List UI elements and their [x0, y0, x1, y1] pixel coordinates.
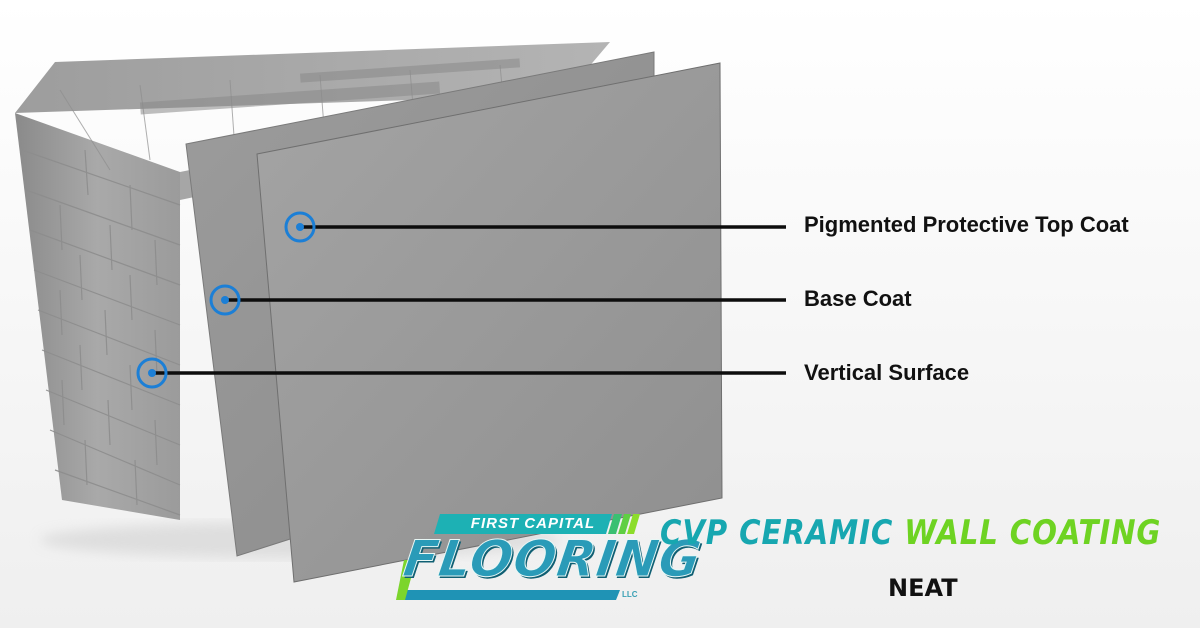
- marker-dot-base-coat: [221, 296, 229, 304]
- top-coat-panel: [256, 62, 723, 583]
- label-top-coat: Pigmented Protective Top Coat: [804, 212, 1129, 237]
- callout-base-coat: [209, 284, 786, 316]
- marker-dot-top-coat: [296, 223, 304, 231]
- callout-vertical-surface: [136, 357, 786, 389]
- logo-emblem: [396, 514, 640, 600]
- product-subtitle: NEAT: [888, 574, 958, 602]
- logo-line-first-capital: FIRST CAPITAL: [470, 515, 596, 532]
- callout-top-coat: [284, 211, 786, 243]
- marker-dot-vertical-surface: [148, 369, 156, 377]
- marker-ring-base-coat: [209, 284, 241, 316]
- marker-ring-top-coat: [284, 211, 316, 243]
- title-part-wall-coating: WALL COATING: [904, 513, 1162, 553]
- block-side: [15, 113, 180, 520]
- title-part-ceramic: CVP CERAMIC: [660, 513, 894, 553]
- label-base-coat: Base Coat: [804, 286, 912, 311]
- marker-ring-vertical-surface: [136, 357, 168, 389]
- logo-llc: LLC: [622, 590, 638, 599]
- label-vertical-surface: Vertical Surface: [804, 360, 970, 385]
- product-title: CVP CERAMIC WALL COATING: [660, 516, 1161, 550]
